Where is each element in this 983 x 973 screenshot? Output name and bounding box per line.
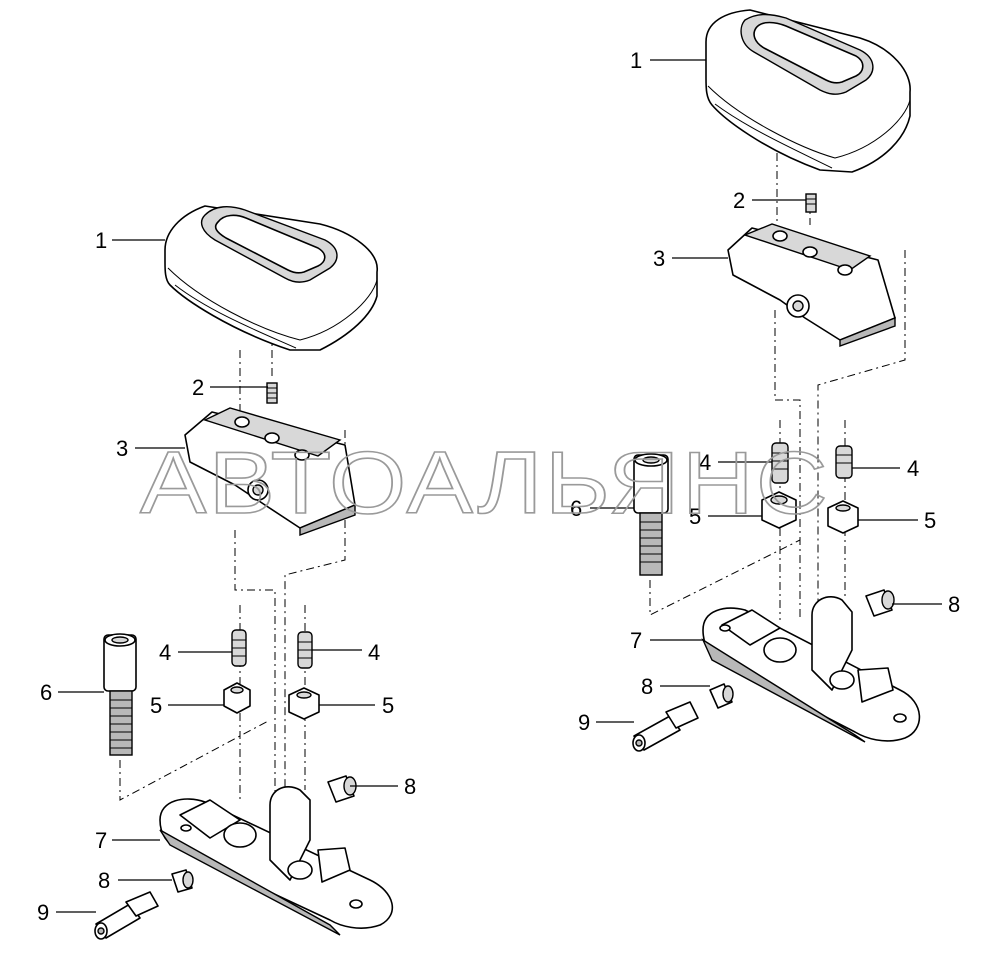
right-part-5-nut-b bbox=[827, 500, 859, 534]
callout-right-5a: 5 bbox=[689, 504, 701, 529]
callout-left-3: 3 bbox=[116, 436, 128, 461]
left-part-6-cap-screw bbox=[103, 633, 137, 756]
callout-left-5a: 5 bbox=[150, 693, 162, 718]
right-part-2-screw bbox=[805, 193, 817, 213]
callout-right-8a: 8 bbox=[948, 592, 960, 617]
left-part-8-bushing-b bbox=[171, 869, 194, 893]
callout-left-1: 1 bbox=[95, 228, 107, 253]
right-part-9-pin bbox=[632, 701, 699, 752]
right-part-4-stud-b bbox=[835, 445, 853, 479]
left-part-5-nut-b bbox=[288, 687, 320, 720]
left-part-8-bushing-a bbox=[327, 775, 357, 803]
right-part-3-bracket bbox=[727, 223, 896, 347]
callout-left-2: 2 bbox=[192, 375, 204, 400]
callout-left-6: 6 bbox=[40, 680, 52, 705]
left-part-3-bracket bbox=[184, 407, 356, 536]
right-part-6-cap-screw bbox=[633, 453, 669, 576]
left-assembly-lines bbox=[119, 296, 346, 810]
callout-right-7: 7 bbox=[630, 628, 642, 653]
callout-left-5b: 5 bbox=[382, 693, 394, 718]
callout-left-4b: 4 bbox=[368, 640, 380, 665]
callout-left-8a: 8 bbox=[404, 774, 416, 799]
right-assembly bbox=[632, 9, 921, 752]
right-part-4-stud-a bbox=[771, 442, 789, 484]
callout-left-8b: 8 bbox=[98, 868, 110, 893]
callout-right-5b: 5 bbox=[924, 508, 936, 533]
left-part-1-boot bbox=[164, 205, 378, 351]
right-part-5-nut-a bbox=[761, 491, 797, 529]
right-part-8-bushing-b bbox=[709, 683, 734, 709]
callout-left-9: 9 bbox=[37, 900, 49, 925]
callout-right-3: 3 bbox=[653, 246, 665, 271]
left-part-9-pin bbox=[94, 891, 159, 940]
callout-right-1: 1 bbox=[630, 48, 642, 73]
left-part-5-nut-a bbox=[223, 682, 251, 714]
callout-numbers: 1 2 3 4 4 5 5 6 7 8 8 9 1 2 3 4 4 5 5 6 … bbox=[37, 48, 960, 925]
right-assembly-lines bbox=[649, 135, 906, 625]
right-part-8-bushing-a bbox=[865, 589, 895, 617]
right-part-1-boot bbox=[705, 9, 911, 173]
callout-right-2: 2 bbox=[733, 188, 745, 213]
right-part-7-base bbox=[701, 596, 921, 743]
left-part-4-stud-b bbox=[297, 631, 313, 669]
left-part-4-stud-a bbox=[231, 629, 247, 667]
leader-lines bbox=[56, 59, 942, 913]
left-assembly bbox=[94, 205, 394, 940]
callout-right-4a: 4 bbox=[699, 450, 711, 475]
callout-right-4b: 4 bbox=[907, 456, 919, 481]
callout-left-4a: 4 bbox=[159, 640, 171, 665]
callout-right-9: 9 bbox=[578, 710, 590, 735]
callout-right-8b: 8 bbox=[641, 674, 653, 699]
callout-right-6: 6 bbox=[570, 496, 582, 521]
left-part-2-screw bbox=[266, 382, 278, 404]
left-part-7-base bbox=[159, 786, 394, 936]
watermark-text: АВТОАЛЬЯНС bbox=[140, 433, 830, 532]
callout-left-7: 7 bbox=[95, 828, 107, 853]
